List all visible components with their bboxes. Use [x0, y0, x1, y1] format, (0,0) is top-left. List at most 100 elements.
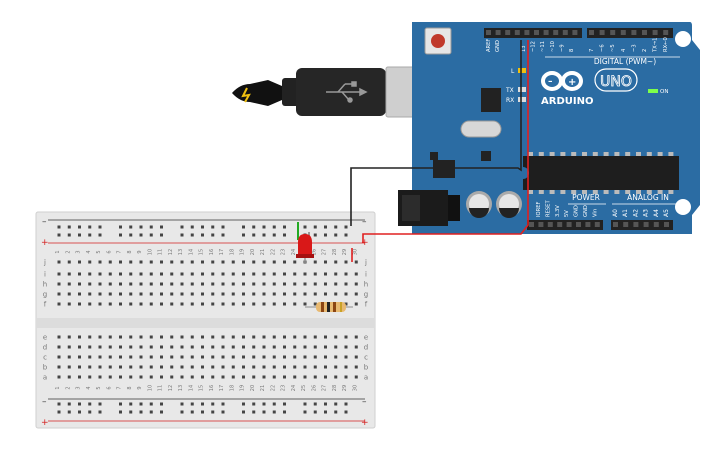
breadboard-hole[interactable] — [354, 292, 358, 296]
breadboard-hole[interactable] — [324, 345, 327, 349]
header-pin[interactable] — [631, 30, 637, 35]
breadboard-hole[interactable] — [190, 365, 194, 369]
breadboard-hole[interactable] — [283, 260, 286, 264]
breadboard-hole[interactable] — [221, 292, 225, 296]
breadboard-hole[interactable] — [78, 365, 81, 369]
breadboard-hole[interactable] — [272, 272, 276, 276]
breadboard-hole[interactable] — [324, 292, 327, 296]
breadboard-hole[interactable] — [160, 365, 163, 369]
breadboard-hole[interactable] — [201, 272, 204, 276]
header-pin[interactable] — [524, 30, 530, 35]
breadboard-hole[interactable] — [57, 365, 61, 369]
breadboard-hole[interactable] — [57, 355, 61, 359]
breadboard-hole[interactable] — [78, 302, 81, 306]
breadboard-hole[interactable] — [78, 260, 81, 264]
breadboard-hole[interactable] — [149, 355, 153, 359]
breadboard-hole[interactable] — [129, 233, 133, 237]
breadboard-hole[interactable] — [108, 272, 112, 276]
breadboard-hole[interactable] — [129, 302, 133, 306]
breadboard-hole[interactable] — [354, 355, 358, 359]
breadboard-hole[interactable] — [262, 335, 266, 339]
breadboard-hole[interactable] — [313, 402, 317, 406]
breadboard-hole[interactable] — [190, 272, 194, 276]
breadboard-hole[interactable] — [231, 302, 235, 306]
breadboard-hole[interactable] — [252, 272, 256, 276]
header-pin[interactable] — [538, 222, 544, 227]
breadboard-hole[interactable] — [272, 282, 276, 286]
breadboard-hole[interactable] — [324, 282, 327, 286]
breadboard-hole[interactable] — [242, 355, 245, 359]
breadboard-hole[interactable] — [344, 410, 348, 414]
breadboard-hole[interactable] — [139, 335, 143, 339]
breadboard-hole[interactable] — [252, 335, 256, 339]
breadboard-hole[interactable] — [57, 260, 61, 264]
breadboard-hole[interactable] — [231, 355, 235, 359]
breadboard-hole[interactable] — [242, 345, 245, 349]
breadboard-hole[interactable] — [283, 272, 286, 276]
breadboard-hole[interactable] — [78, 225, 81, 229]
breadboard-hole[interactable] — [262, 410, 266, 414]
breadboard-hole[interactable] — [201, 292, 204, 296]
breadboard-hole[interactable] — [129, 365, 133, 369]
breadboard-hole[interactable] — [119, 375, 122, 379]
breadboard-hole[interactable] — [67, 225, 71, 229]
breadboard-hole[interactable] — [108, 282, 112, 286]
breadboard-hole[interactable] — [160, 282, 163, 286]
breadboard-hole[interactable] — [231, 292, 235, 296]
header-pin[interactable] — [495, 30, 501, 35]
breadboard-hole[interactable] — [242, 365, 245, 369]
breadboard-hole[interactable] — [252, 375, 256, 379]
breadboard-hole[interactable] — [160, 410, 163, 414]
breadboard-hole[interactable] — [119, 402, 122, 406]
breadboard-hole[interactable] — [98, 292, 102, 296]
breadboard-hole[interactable] — [334, 375, 338, 379]
header-pin[interactable] — [643, 222, 649, 227]
breadboard-hole[interactable] — [57, 302, 61, 306]
breadboard-hole[interactable] — [262, 282, 266, 286]
breadboard-hole[interactable] — [293, 272, 297, 276]
breadboard-hole[interactable] — [98, 233, 102, 237]
breadboard-hole[interactable] — [293, 292, 297, 296]
breadboard-hole[interactable] — [129, 402, 133, 406]
breadboard-hole[interactable] — [67, 365, 71, 369]
breadboard-hole[interactable] — [88, 365, 92, 369]
breadboard-hole[interactable] — [180, 365, 184, 369]
breadboard-hole[interactable] — [119, 260, 122, 264]
header-pin[interactable] — [633, 222, 639, 227]
breadboard-hole[interactable] — [324, 402, 327, 406]
breadboard-hole[interactable] — [190, 355, 194, 359]
breadboard-hole[interactable] — [160, 345, 163, 349]
breadboard-hole[interactable] — [88, 355, 92, 359]
breadboard-hole[interactable] — [78, 292, 81, 296]
breadboard-hole[interactable] — [160, 272, 163, 276]
breadboard-hole[interactable] — [98, 260, 102, 264]
breadboard-hole[interactable] — [211, 375, 215, 379]
breadboard-hole[interactable] — [334, 402, 338, 406]
header-pin[interactable] — [613, 222, 618, 227]
breadboard-hole[interactable] — [344, 365, 348, 369]
breadboard-hole[interactable] — [108, 365, 112, 369]
breadboard-hole[interactable] — [129, 355, 133, 359]
breadboard-hole[interactable] — [283, 302, 286, 306]
header-pin[interactable] — [547, 222, 553, 227]
breadboard-hole[interactable] — [129, 345, 133, 349]
breadboard-hole[interactable] — [170, 335, 174, 339]
breadboard-hole[interactable] — [303, 355, 307, 359]
breadboard[interactable]: – + – + – + – + 112233445566778899101011… — [35, 211, 376, 429]
breadboard-hole[interactable] — [160, 260, 163, 264]
breadboard-hole[interactable] — [180, 335, 184, 339]
breadboard-hole[interactable] — [160, 302, 163, 306]
header-pin[interactable] — [663, 30, 669, 35]
header-pin[interactable] — [505, 30, 511, 35]
breadboard-hole[interactable] — [303, 345, 307, 349]
breadboard-hole[interactable] — [88, 233, 92, 237]
breadboard-hole[interactable] — [242, 410, 245, 414]
breadboard-hole[interactable] — [293, 260, 297, 264]
breadboard-hole[interactable] — [190, 302, 194, 306]
breadboard-hole[interactable] — [324, 225, 327, 229]
breadboard-hole[interactable] — [242, 272, 245, 276]
breadboard-hole[interactable] — [78, 335, 81, 339]
breadboard-hole[interactable] — [201, 375, 204, 379]
breadboard-hole[interactable] — [313, 272, 317, 276]
breadboard-hole[interactable] — [57, 375, 61, 379]
